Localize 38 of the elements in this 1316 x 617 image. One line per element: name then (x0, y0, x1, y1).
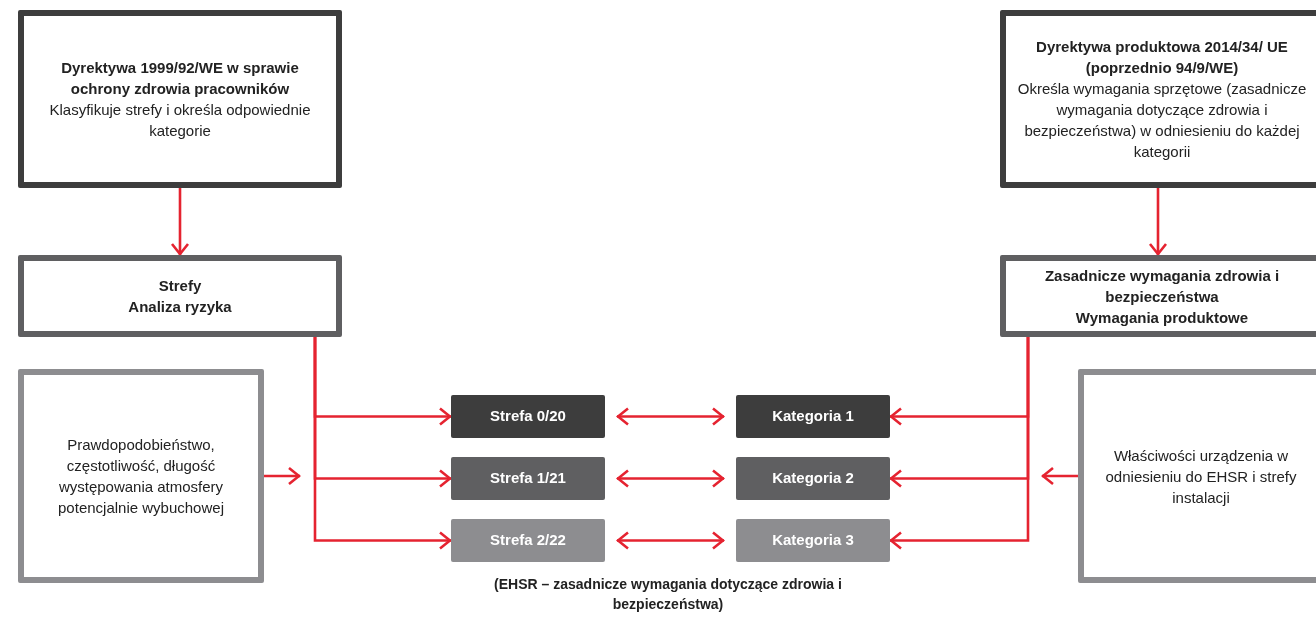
arrow (313, 337, 452, 550)
box-heading: Zasadnicze wymagania zdrowia i bezpieczeństwa (1043, 265, 1281, 307)
box-heading: Strefy (158, 276, 202, 296)
box-heading: Strefa 0/20 (490, 406, 566, 427)
arrow (1041, 466, 1078, 486)
arrow (170, 188, 190, 256)
category-box (736, 457, 890, 500)
box-heading: Wymagania produktowe (1075, 307, 1249, 328)
box-text: Właściwości urządzenia w odniesieniu do EHSR i strefy instalacji (1104, 445, 1298, 508)
box-text: Określa wymagania sprzętowe (zasadnicze wymagania dotyczące zdrowia i bezpieczeństwa) w odniesieniu do każdej kategorii (1016, 79, 1308, 162)
zone-box (451, 395, 605, 438)
arrow (616, 531, 725, 550)
box-heading: Kategoria 1 (772, 406, 854, 427)
caption: (EHSR – zasadnicze wymagania dotyczące zdrowia i bezpieczeństwa) (493, 575, 843, 614)
box-heading: Dyrektywa produktowa 2014/34/ UE (poprzednio 94/9/WE) (1035, 37, 1289, 78)
info-box (18, 369, 264, 583)
arrow (889, 337, 1030, 550)
box-text: Prawdopodobieństwo, częstotliwość, długość występowania atmosfery potencjalnie wybuchowej (57, 435, 225, 518)
zone-box (451, 519, 605, 562)
box-heading: Strefa 2/22 (490, 530, 566, 551)
box-heading: Strefa 1/21 (490, 468, 566, 489)
process-box (18, 255, 342, 337)
zone-box (451, 457, 605, 500)
process-box (1000, 255, 1316, 337)
category-box (736, 519, 890, 562)
box-heading: Kategoria 2 (772, 468, 854, 489)
directive-box (18, 10, 342, 188)
arrow (616, 469, 725, 488)
box-heading: Kategoria 3 (772, 530, 854, 551)
arrow (616, 407, 725, 426)
arrow (264, 466, 301, 486)
arrow (1148, 188, 1168, 256)
category-box (736, 395, 890, 438)
info-box (1078, 369, 1316, 583)
directive-box (1000, 10, 1316, 188)
box-heading: Dyrektywa 1999/92/WE w sprawie ochrony zdrowia pracowników (60, 58, 300, 99)
box-heading: Analiza ryzyka (128, 297, 232, 317)
box-text: Klasyfikuje strefy i określa odpowiednie kategorie (48, 100, 312, 141)
